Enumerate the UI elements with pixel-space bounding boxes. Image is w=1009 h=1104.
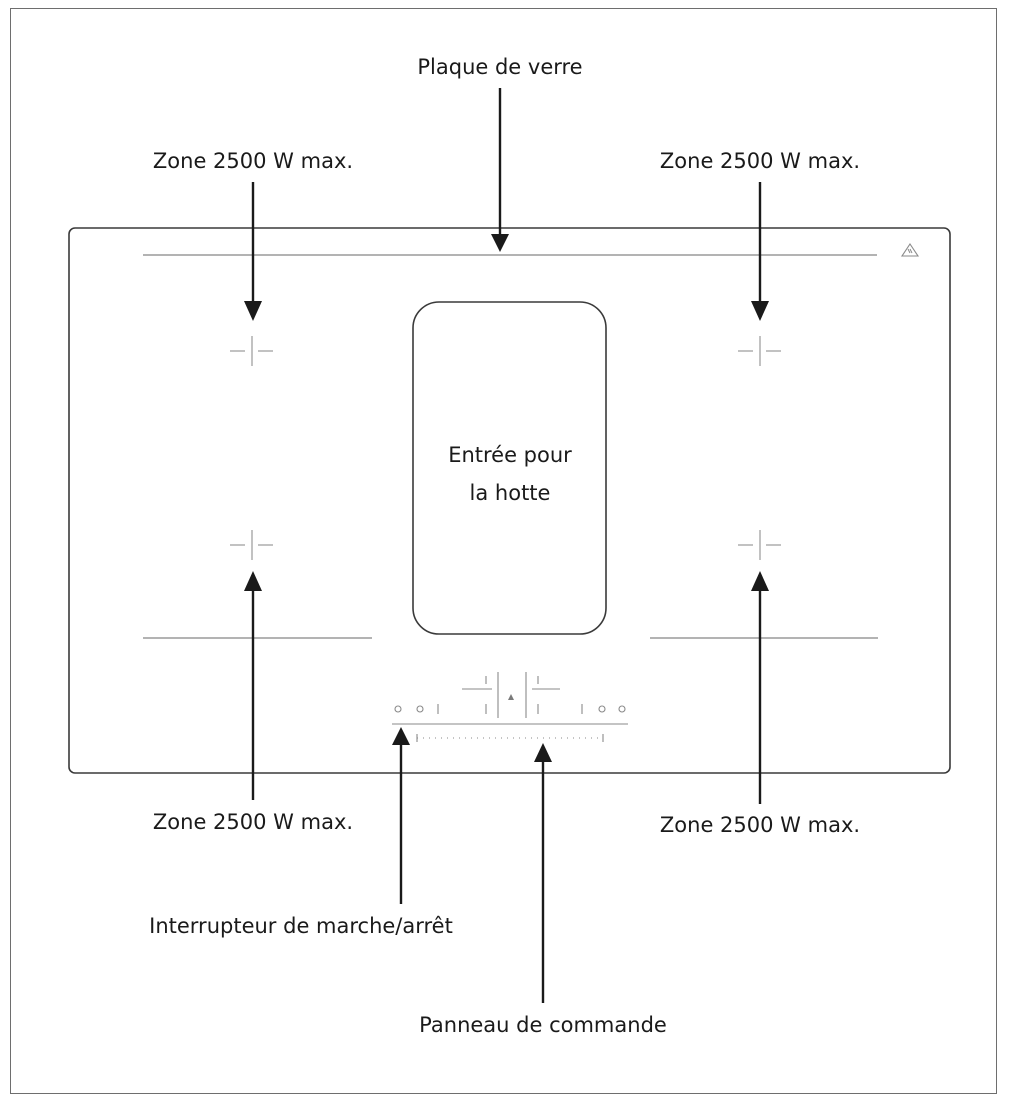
hood-inlet-label-line1: Entrée pour (448, 443, 572, 467)
zone-bottom-left-arrowhead (244, 571, 262, 591)
timer-icon (598, 705, 606, 713)
power-switch-label: Interrupteur de marche/arrêt (149, 914, 453, 938)
zone-bottom-right-label: Zone 2500 W max. (660, 813, 860, 837)
hood-inlet-label-line2: la hotte (470, 481, 551, 505)
lock-icon (416, 705, 424, 713)
fan-icon (508, 694, 514, 700)
figure-frame (10, 8, 997, 1094)
pause-icon (618, 705, 626, 713)
power-switch-arrowhead (392, 727, 410, 745)
zone-marker-bottom-right (738, 530, 781, 560)
zone-bottom-right-arrowhead (751, 571, 769, 591)
power-button-icon (394, 705, 402, 713)
zone-top-right-label: Zone 2500 W max. (660, 149, 860, 173)
zone-marker-top-left (230, 336, 273, 366)
control-panel-arrowhead (534, 743, 552, 762)
zone-top-right-arrowhead (751, 301, 769, 321)
zone-marker-bottom-left (230, 530, 273, 560)
power-slider[interactable] (416, 734, 604, 742)
control-panel-label: Panneau de commande (419, 1013, 667, 1037)
cooktop-outline (68, 227, 951, 774)
hood-inlet (412, 301, 607, 635)
glass-plate-arrowhead (491, 234, 509, 252)
glass-plate-label: Plaque de verre (417, 55, 582, 79)
zone-bottom-left-label: Zone 2500 W max. (153, 810, 353, 834)
control-panel (392, 672, 628, 742)
zone-marker-top-right (738, 336, 781, 366)
zone-top-left-arrowhead (244, 301, 262, 321)
hot-surface-warning-icon (900, 243, 920, 257)
zone-top-left-label: Zone 2500 W max. (153, 149, 353, 173)
